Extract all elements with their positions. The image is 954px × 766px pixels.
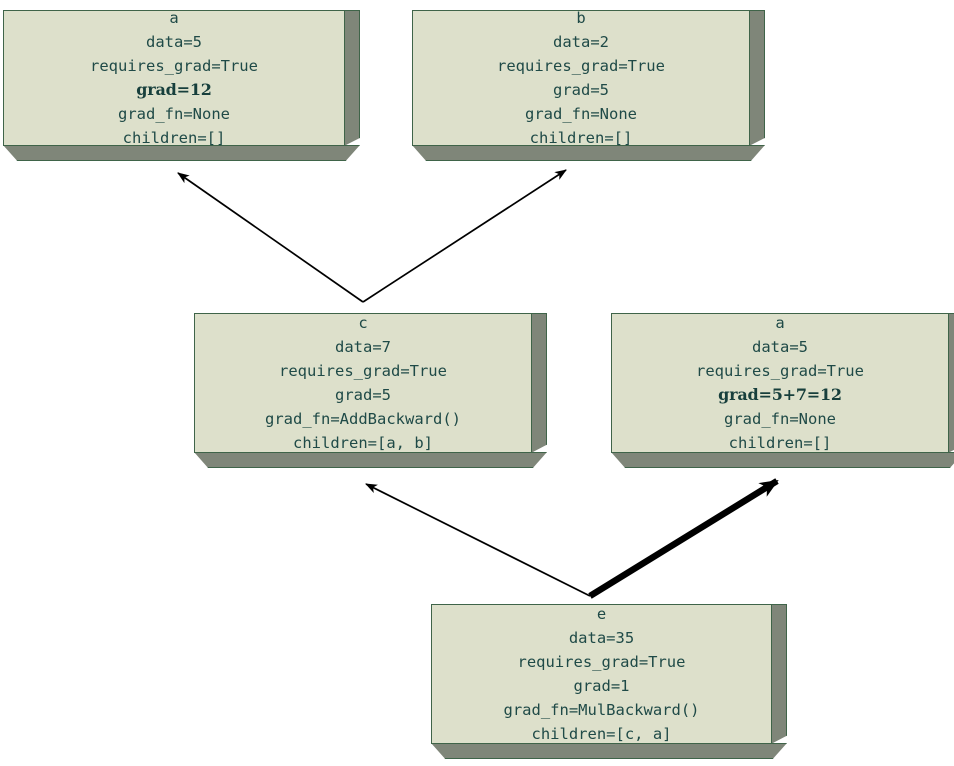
node-line: b [576,9,586,27]
node-line: data=7 [335,338,391,356]
node-b-top[interactable]: b data=2 requires_grad=True grad=5 grad_… [412,9,750,147]
node-line: data=35 [568,629,635,647]
node-line: children=[c, a] [531,725,672,743]
edge-c-to-b [362,169,567,303]
edge-c-to-a [177,172,364,303]
node-line: c [358,314,368,332]
node-line: children=[a, b] [293,434,433,452]
node-c-mid-extrude-right [531,313,547,453]
node-line-grad: grad=12 [136,80,212,99]
node-line: grad_fn=None [724,410,836,428]
node-line: requires_grad=True [90,57,258,75]
node-line: data=5 [752,338,808,356]
node-a-mid[interactable]: a data=5 requires_grad=True grad=5+7=12 … [611,313,949,453]
node-e-bottom[interactable]: e data=35 requires_grad=True grad=1 grad… [431,604,772,744]
node-line: children=[] [728,434,832,452]
node-line: a [775,314,785,332]
node-line: data=2 [553,33,609,51]
node-c-mid[interactable]: c data=7 requires_grad=True grad=5 grad_… [194,313,532,453]
edge-e-to-c [365,483,591,597]
node-line: grad=5 [335,386,391,404]
node-line: a [169,9,179,27]
node-b-top-extrude-right [749,10,765,146]
node-line: grad_fn=AddBackward() [265,410,461,428]
edge-e-to-a [588,478,779,599]
node-line: children=[] [529,129,633,147]
node-line: grad=1 [573,677,630,695]
node-line: e [596,605,607,623]
node-line: children=[] [122,129,226,147]
node-line: requires_grad=True [517,653,686,671]
node-line-grad: grad=5+7=12 [718,385,842,404]
node-a-top[interactable]: a data=5 requires_grad=True grad=12 grad… [3,9,345,147]
node-line: grad_fn=None [118,105,230,123]
node-e-bottom-extrude-right [771,604,787,744]
node-a-top-extrude-right [344,10,360,146]
node-line: requires_grad=True [696,362,864,380]
node-line: data=5 [146,33,202,51]
node-line: grad_fn=MulBackward() [503,701,700,719]
node-line: requires_grad=True [279,362,447,380]
node-line: grad=5 [553,81,609,99]
node-line: grad_fn=None [525,105,637,123]
node-line: requires_grad=True [497,57,665,75]
